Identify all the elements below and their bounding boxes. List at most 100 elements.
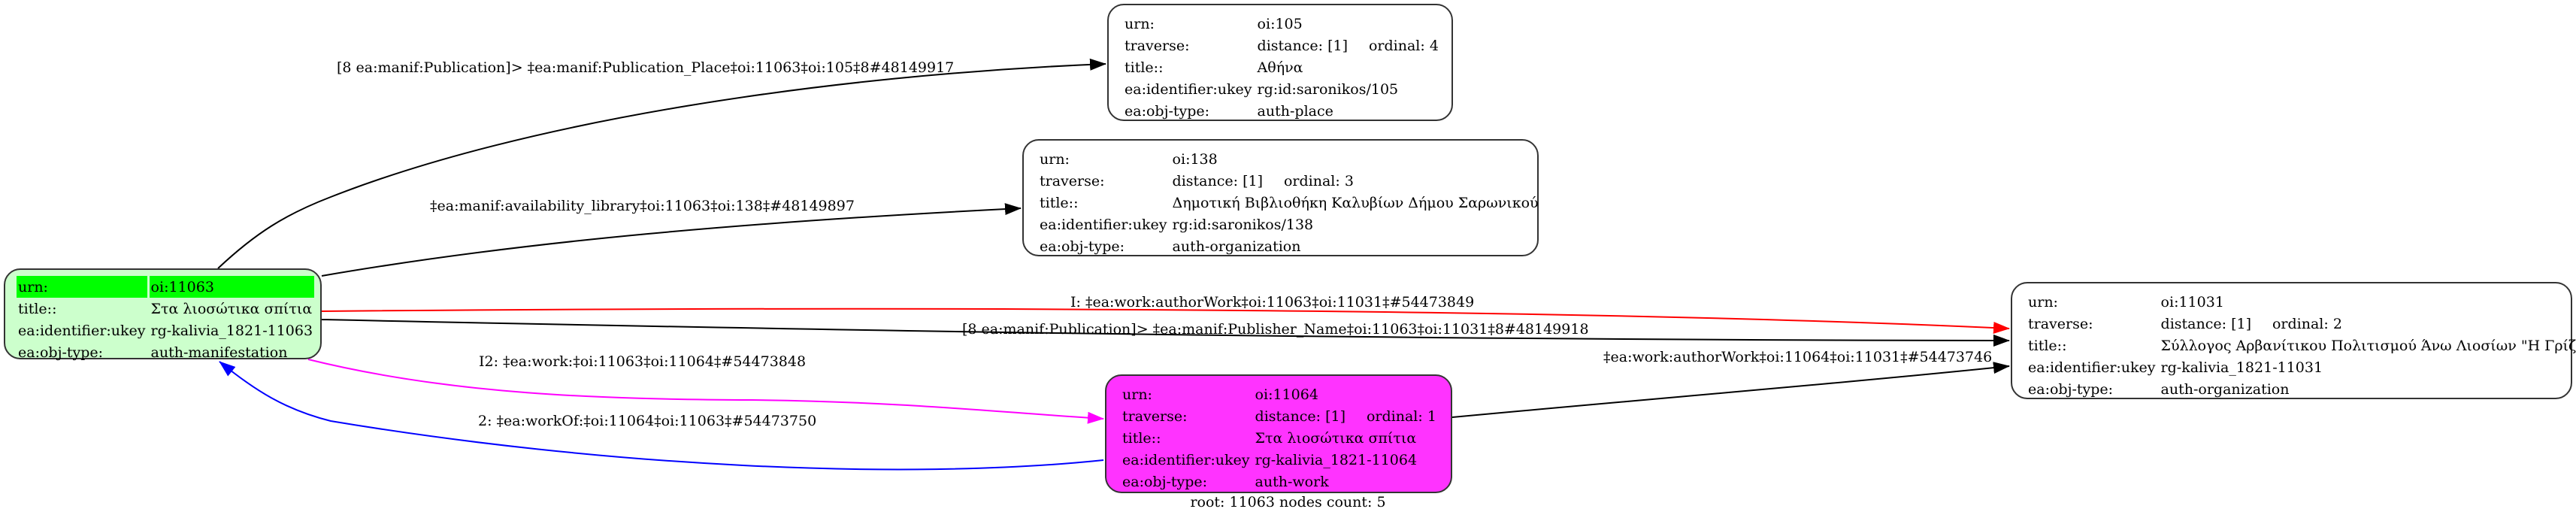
type-value: auth-manifestation bbox=[150, 344, 288, 361]
node-row-traverse: traverse: distance: [1] ordinal: 2 bbox=[2027, 313, 2576, 335]
node-table: urn: oi:105 traverse: distance: [1] ordin… bbox=[1121, 13, 1442, 122]
traverse-key: traverse: bbox=[1122, 407, 1188, 425]
title-key: title:: bbox=[18, 300, 57, 317]
node-row-traverse: traverse: distance: [1] ordinal: 1 bbox=[1121, 405, 1438, 427]
edge-label-publication-place: [8 ea:manif:Publication]> ‡ea:manif:Publ… bbox=[337, 59, 954, 76]
title-value: Στα λιοσώτικα σπίτια bbox=[150, 300, 313, 317]
traverse-key: traverse: bbox=[2028, 315, 2093, 332]
node-row-type: ea:obj-type: auth-organization bbox=[2027, 378, 2576, 400]
ukey-key: ea:identifier:ukey bbox=[1122, 451, 1250, 468]
ukey-value: rg:id:saronikos/138 bbox=[1172, 216, 1314, 233]
ordinal: ordinal: 3 bbox=[1283, 172, 1354, 189]
edge-availability-library bbox=[321, 203, 1022, 277]
urn-key: urn: bbox=[17, 276, 147, 298]
title-key: title:: bbox=[2028, 337, 2067, 354]
edge-work bbox=[307, 359, 1104, 424]
edge-label-work-author: ‡ea:work:authorWork‡oi:11064‡oi:11031‡#5… bbox=[1603, 349, 1992, 365]
node-row-urn: urn: oi:11064 bbox=[1121, 383, 1438, 405]
edge-work-author bbox=[1451, 362, 2010, 418]
node-table: urn: oi:138 traverse: distance: [1] ordin… bbox=[1036, 148, 1542, 257]
urn-value: oi:11064 bbox=[1255, 386, 1318, 403]
node-row-type: ea:obj-type: auth-manifestation bbox=[17, 341, 314, 363]
ukey-key: ea:identifier:ukey bbox=[18, 322, 146, 339]
node-row-ukey: ea:identifier:ukey rg-kalivia_1821-11064 bbox=[1121, 449, 1438, 471]
title-key: title:: bbox=[1125, 59, 1164, 76]
urn-value: oi:11063 bbox=[149, 276, 315, 298]
type-key: ea:obj-type: bbox=[1122, 473, 1208, 490]
edge-label-work: I2: ‡ea:work:‡oi:11063‡oi:11064‡#5447384… bbox=[479, 353, 806, 370]
traverse-value: distance: [1] ordinal: 2 bbox=[2160, 313, 2576, 335]
distance: distance: [1] bbox=[1255, 407, 1346, 425]
edge-publisher-name bbox=[319, 319, 2010, 347]
traverse-value: distance: [1] ordinal: 4 bbox=[1256, 35, 1440, 56]
node-table: urn: oi:11031 traverse: distance: [1] ord… bbox=[2024, 291, 2576, 400]
ukey-value: rg:id:saronikos/105 bbox=[1257, 80, 1399, 98]
node-row-title: title:: Στα λιοσώτικα σπίτια bbox=[17, 298, 314, 320]
ordinal: ordinal: 4 bbox=[1368, 37, 1439, 54]
urn-value: oi:138 bbox=[1172, 150, 1218, 168]
node-row-type: ea:obj-type: auth-place bbox=[1123, 100, 1440, 122]
node-row-title: title:: Σύλλογος Αρβανίτικου Πολιτισμού … bbox=[2027, 335, 2576, 356]
node-row-urn: urn: oi:138 bbox=[1038, 148, 1540, 170]
node-row-title: title:: Στα λιοσώτικα σπίτια bbox=[1121, 427, 1438, 449]
urn-key: urn: bbox=[1122, 386, 1152, 403]
node-row-title: title:: Αθήνα bbox=[1123, 56, 1440, 78]
node-row-ukey: ea:identifier:ukey rg-kalivia_1821-11063 bbox=[17, 320, 314, 341]
node-row-traverse: traverse: distance: [1] ordinal: 3 bbox=[1038, 170, 1540, 192]
title-value: Αθήνα bbox=[1257, 59, 1303, 76]
edge-author-work bbox=[319, 307, 2010, 335]
type-key: ea:obj-type: bbox=[1040, 238, 1125, 255]
node-oi-11064[interactable]: urn: oi:11064 traverse: distance: [1] ord… bbox=[1105, 374, 1452, 493]
title-key: title:: bbox=[1122, 429, 1161, 447]
node-row-urn: urn: oi:11031 bbox=[2027, 291, 2576, 313]
urn-value: oi:105 bbox=[1257, 15, 1303, 32]
ukey-key: ea:identifier:ukey bbox=[2028, 359, 2156, 376]
node-row-ukey: ea:identifier:ukey rg:id:saronikos/138 bbox=[1038, 214, 1540, 235]
traverse-key: traverse: bbox=[1040, 172, 1105, 189]
node-oi-138[interactable]: urn: oi:138 traverse: distance: [1] ordin… bbox=[1022, 139, 1539, 256]
urn-key: urn: bbox=[1125, 15, 1155, 32]
type-value: auth-place bbox=[1257, 102, 1333, 120]
edge-work-of bbox=[219, 361, 1104, 471]
edge-label-author-work: I: ‡ea:work:authorWork‡oi:11063‡oi:11031… bbox=[1070, 294, 1474, 310]
ukey-value: rg-kalivia_1821-11064 bbox=[1255, 451, 1418, 468]
type-value: auth-organization bbox=[1172, 238, 1301, 255]
traverse-value: distance: [1] ordinal: 1 bbox=[1254, 405, 1438, 427]
distance: distance: [1] bbox=[1257, 37, 1348, 54]
edge-label-publisher-name: [8 ea:manif:Publication]> ‡ea:manif:Publ… bbox=[962, 321, 1589, 338]
node-oi-11031[interactable]: urn: oi:11031 traverse: distance: [1] ord… bbox=[2011, 282, 2576, 399]
edge-label-work-of: 2: ‡ea:workOf:‡oi:11064‡oi:11063‡#544737… bbox=[478, 413, 816, 429]
ukey-value: rg-kalivia_1821-11031 bbox=[2160, 359, 2323, 376]
ukey-key: ea:identifier:ukey bbox=[1040, 216, 1167, 233]
urn-key: urn: bbox=[1040, 150, 1070, 168]
node-row-title: title:: Δημοτική Βιβλιοθήκη Καλυβίων Δήμ… bbox=[1038, 192, 1540, 214]
node-row-ukey: ea:identifier:ukey rg:id:saronikos/105 bbox=[1123, 78, 1440, 100]
title-value: Στα λιοσώτικα σπίτια bbox=[1255, 429, 1417, 447]
node-row-urn: urn: oi:11063 bbox=[17, 276, 315, 298]
type-value: auth-work bbox=[1255, 473, 1329, 490]
graph-footer-caption: root: 11063 nodes count: 5 bbox=[1190, 494, 1386, 510]
node-row-traverse: traverse: distance: [1] ordinal: 4 bbox=[1123, 35, 1440, 56]
ordinal: ordinal: 1 bbox=[1366, 407, 1436, 425]
ukey-key: ea:identifier:ukey bbox=[1125, 80, 1252, 98]
node-row-type: ea:obj-type: auth-work bbox=[1121, 471, 1438, 492]
ordinal: ordinal: 2 bbox=[2272, 315, 2342, 332]
node-oi-11063[interactable]: urn: oi:11063 title:: Στα λιοσώτικα σπίτ… bbox=[4, 268, 322, 361]
node-row-type: ea:obj-type: auth-organization bbox=[1038, 235, 1540, 257]
urn-value: oi:11031 bbox=[2160, 293, 2224, 310]
distance: distance: [1] bbox=[1172, 172, 1263, 189]
node-row-ukey: ea:identifier:ukey rg-kalivia_1821-11031 bbox=[2027, 356, 2576, 378]
node-oi-105[interactable]: urn: oi:105 traverse: distance: [1] ordin… bbox=[1107, 4, 1453, 121]
type-key: ea:obj-type: bbox=[18, 344, 104, 361]
urn-key: urn: bbox=[2028, 293, 2058, 310]
type-key: ea:obj-type: bbox=[1125, 102, 1210, 120]
traverse-key: traverse: bbox=[1125, 37, 1190, 54]
node-table: urn: oi:11063 title:: Στα λιοσώτικα σπίτ… bbox=[14, 276, 316, 363]
distance: distance: [1] bbox=[2160, 315, 2251, 332]
title-value: Σύλλογος Αρβανίτικου Πολιτισμού Άνω Λιοσ… bbox=[2160, 337, 2576, 354]
node-row-urn: urn: oi:105 bbox=[1123, 13, 1440, 35]
traverse-value: distance: [1] ordinal: 3 bbox=[1171, 170, 1540, 192]
type-key: ea:obj-type: bbox=[2028, 380, 2114, 398]
node-table: urn: oi:11064 traverse: distance: [1] ord… bbox=[1118, 383, 1440, 492]
